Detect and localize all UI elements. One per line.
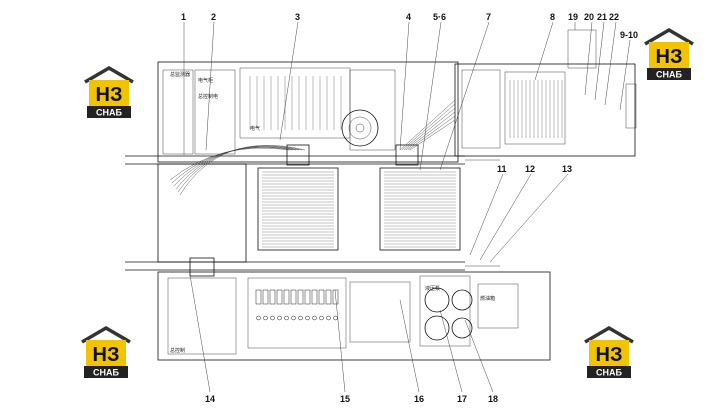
- engine-block: [247, 277, 347, 349]
- logo-sub: СНАБ: [656, 70, 682, 80]
- drum-wire-hatching: [262, 171, 456, 248]
- watermark-logos: НЗ СНАБ НЗ СНАБ НЗ СНАБ НЗ СНАБ: [81, 27, 694, 378]
- callout-22: 22: [609, 12, 619, 22]
- callout-19: 19: [568, 12, 578, 22]
- callout-13: 13: [562, 164, 572, 174]
- callout-9-10: 9-10: [620, 30, 638, 40]
- logo-mark: НЗ: [656, 46, 683, 68]
- label-pump: 液压泵: [425, 285, 440, 292]
- callout-11: 11: [497, 164, 507, 174]
- label-bottom-left: 总控制: [170, 347, 185, 354]
- callout-1: 1: [181, 12, 186, 22]
- callout-17: 17: [457, 394, 467, 404]
- winch-drum-left: [257, 167, 339, 251]
- label-cab-tag: 总监测器: [170, 71, 190, 78]
- machine-frame: [125, 29, 637, 361]
- winch-drum-right: [379, 167, 461, 251]
- callout-20: 20: [584, 12, 594, 22]
- logo-mark: НЗ: [96, 84, 123, 106]
- label-left-box-b: 总控制电: [198, 93, 218, 100]
- callout-leaders: [183, 21, 631, 393]
- label-left-box-a: 电气柜: [198, 77, 213, 84]
- callouts-top: 1 2 3 4 5·6 7 8 19 20 21 22 9-10: [181, 12, 638, 40]
- callout-14: 14: [205, 394, 215, 404]
- callout-3: 3: [295, 12, 300, 22]
- callout-8: 8: [550, 12, 555, 22]
- logo-mark: НЗ: [93, 344, 120, 366]
- slewing-gear: [341, 109, 379, 147]
- callouts-bottom: 14 15 16 17 18: [205, 394, 498, 404]
- logo-2: НЗ СНАБ: [644, 27, 694, 80]
- logo-4: НЗ СНАБ: [584, 325, 634, 378]
- engine-detail: [255, 289, 339, 321]
- hydraulic-pipes: [169, 76, 563, 196]
- logo-sub: СНАБ: [96, 108, 122, 118]
- callout-5-6: 5·6: [433, 12, 446, 22]
- callout-7: 7: [486, 12, 491, 22]
- logo-sub: СНАБ: [93, 368, 119, 378]
- logo-mark: НЗ: [596, 344, 623, 366]
- label-tank: 燃油箱: [480, 295, 495, 302]
- label-left-mid: 电气: [250, 125, 260, 132]
- logo-sub: СНАБ: [596, 368, 622, 378]
- hydraulic-tanks: [424, 287, 473, 341]
- callout-16: 16: [414, 394, 424, 404]
- callout-12: 12: [525, 164, 535, 174]
- callout-2: 2: [211, 12, 216, 22]
- callout-4: 4: [406, 12, 411, 22]
- callout-18: 18: [488, 394, 498, 404]
- callout-15: 15: [340, 394, 350, 404]
- logo-1: НЗ СНАБ: [84, 65, 134, 118]
- logo-3: НЗ СНАБ: [81, 325, 131, 378]
- winch-motors: [189, 144, 419, 277]
- callout-21: 21: [597, 12, 607, 22]
- callouts-right: 11 12 13: [497, 164, 572, 174]
